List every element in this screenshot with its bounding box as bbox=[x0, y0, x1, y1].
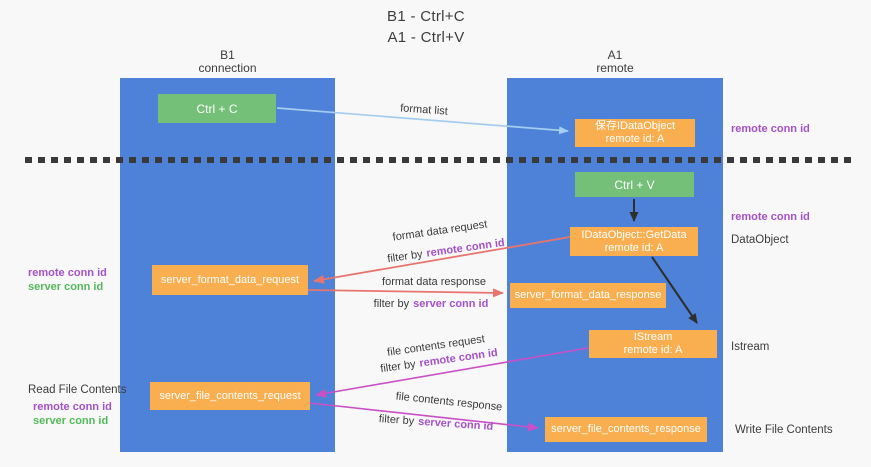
server-format-data-request-label: server_format_data_request bbox=[160, 273, 300, 286]
server-format-data-response-node: server_format_data_response bbox=[510, 283, 666, 308]
save-idataobject-line1: 保存IDataObject bbox=[594, 120, 676, 132]
istream-line1: IStream bbox=[633, 331, 673, 343]
remote-conn-id-label-left-1: remote conn id bbox=[28, 267, 107, 279]
remote-conn-id-label-top-right: remote conn id bbox=[731, 123, 810, 135]
idataobject-getdata-node: IDataObject::GetData remote id: A bbox=[570, 227, 698, 256]
read-file-contents-label: Read File Contents bbox=[28, 384, 127, 396]
diagram-title: B1 - Ctrl+C A1 - Ctrl+V bbox=[0, 6, 852, 48]
ctrl-v-node: Ctrl + V bbox=[575, 172, 694, 197]
ctrl-c-label: Ctrl + C bbox=[196, 101, 238, 116]
lane-b1-name: B1 bbox=[220, 48, 235, 62]
title-line-1: B1 - Ctrl+C bbox=[387, 8, 465, 25]
server-conn-id-label-left-1: server conn id bbox=[28, 281, 104, 293]
lane-header-a1: A1 remote bbox=[507, 49, 723, 75]
file-contents-response-label: file contents response bbox=[395, 390, 503, 414]
lane-a1-role: remote bbox=[596, 61, 634, 75]
lane-header-b1: B1 connection bbox=[120, 49, 335, 75]
lane-b1-role: connection bbox=[198, 61, 257, 75]
getdata-line2: remote id: A bbox=[604, 241, 664, 254]
server-file-contents-request-label: server_file_contents_request bbox=[159, 389, 301, 402]
getdata-line1: IDataObject::GetData bbox=[581, 228, 687, 241]
save-idataobject-node: 保存IDataObject remote id: A bbox=[575, 119, 695, 147]
format-data-response-arrow bbox=[307, 288, 504, 298]
remote-conn-id-label-left-2: remote conn id bbox=[33, 401, 112, 413]
istream-node: IStream remote id: A bbox=[589, 330, 717, 358]
ctrl-c-node: Ctrl + C bbox=[158, 94, 276, 123]
server-conn-id-label-left-2: server conn id bbox=[33, 415, 109, 427]
remote-conn-id-label-mid-right: remote conn id bbox=[731, 211, 810, 223]
format-list-label: format list bbox=[399, 102, 449, 118]
format-data-response-label: format data response bbox=[382, 276, 486, 288]
title-line-2: A1 - Ctrl+V bbox=[387, 29, 465, 46]
server-file-contents-response-label: server_file_contents_response bbox=[551, 423, 701, 435]
server-file-contents-request-node: server_file_contents_request bbox=[150, 382, 310, 410]
format-data-request-label: format data request bbox=[391, 218, 489, 244]
istream-label: Istream bbox=[731, 341, 770, 353]
server-format-data-request-node: server_format_data_request bbox=[152, 265, 308, 295]
dataobject-label: DataObject bbox=[731, 234, 789, 246]
server-file-contents-response-node: server_file_contents_response bbox=[545, 417, 707, 442]
ctrl-v-label: Ctrl + V bbox=[614, 177, 655, 192]
lane-a1-name: A1 bbox=[607, 48, 623, 62]
write-file-contents-label: Write File Contents bbox=[735, 424, 833, 436]
phase-separator-line bbox=[25, 157, 851, 163]
save-idataobject-line2: remote id: A bbox=[605, 133, 665, 145]
server-format-data-response-label: server_format_data_response bbox=[514, 289, 662, 301]
istream-line2: remote id: A bbox=[623, 344, 683, 356]
